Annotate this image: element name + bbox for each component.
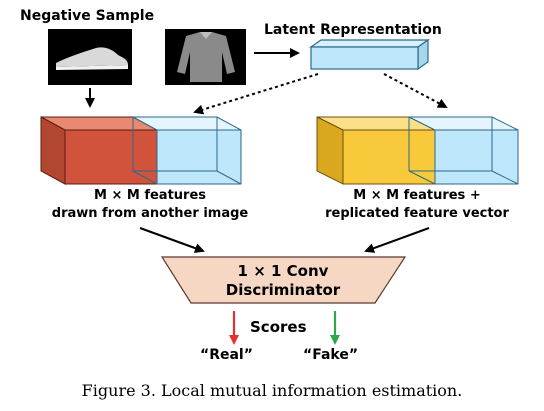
fake-score-label: “Fake” <box>303 347 359 363</box>
discriminator-line2: Discriminator <box>225 281 341 299</box>
left-block-caption: M × M features drawn from another image <box>0 187 300 223</box>
latent-representation-label: Latent Representation <box>264 22 442 38</box>
negative-sample-label: Negative Sample <box>20 8 155 24</box>
discriminator-shape <box>160 256 407 304</box>
arrow-left-to-discriminator <box>139 227 205 253</box>
right-feature-block <box>316 116 519 185</box>
latent-vector-box <box>309 38 430 71</box>
sweater-icon <box>165 29 246 85</box>
discriminator-line1: 1 × 1 Conv <box>237 262 329 280</box>
sneaker-icon <box>48 29 132 85</box>
scores-label: Scores <box>250 318 307 336</box>
left-feature-block <box>40 116 242 185</box>
arrow-right-to-discriminator <box>364 227 430 253</box>
right-block-line2: replicated feature vector <box>325 206 509 221</box>
discriminator-label: 1 × 1 Conv Discriminator <box>180 262 386 300</box>
arrow-latent-to-right <box>383 73 448 108</box>
right-block-caption: M × M features + replicated feature vect… <box>290 187 544 223</box>
left-block-line2: drawn from another image <box>51 206 249 221</box>
left-block-line1: M × M features <box>93 188 207 203</box>
right-block-line1: M × M features + <box>353 188 481 203</box>
figure-caption: Figure 3. Local mutual information estim… <box>81 381 463 400</box>
real-score-label: “Real” <box>200 347 253 363</box>
